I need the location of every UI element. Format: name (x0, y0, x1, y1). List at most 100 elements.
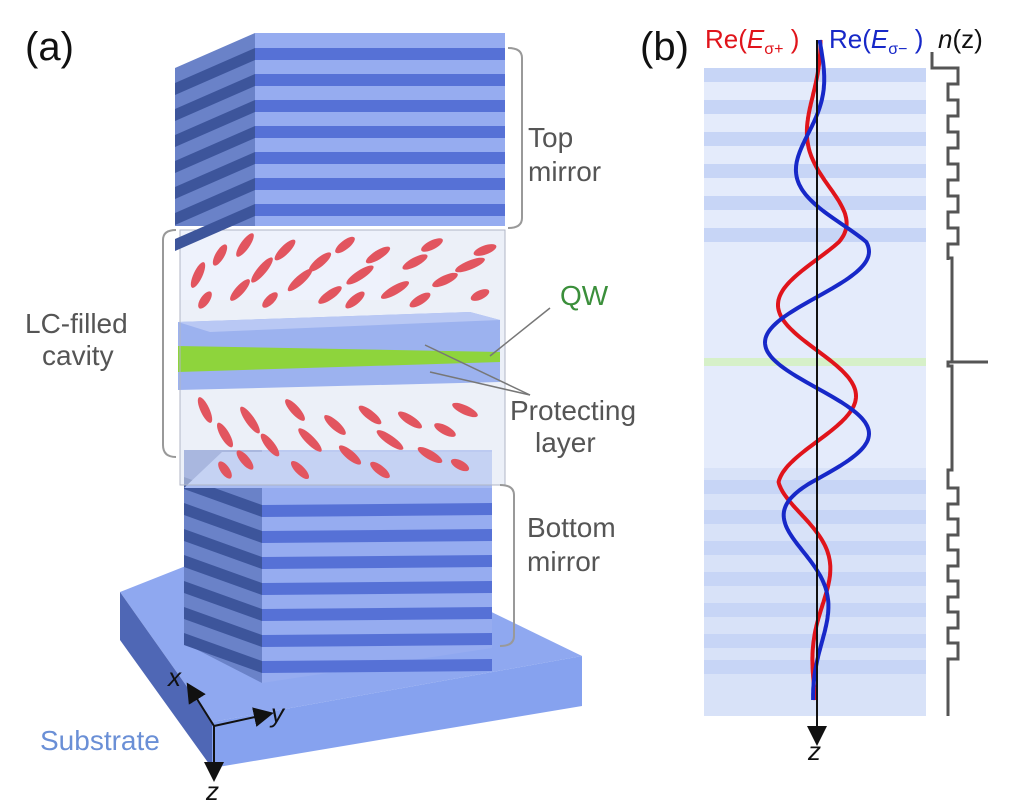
bottom-mirror-label-2: mirror (527, 546, 600, 577)
lc-molecule (380, 281, 410, 299)
top-dbr-band (704, 100, 926, 114)
top-mirror-front-stripes (255, 48, 505, 216)
cavity-label-2: cavity (42, 340, 114, 371)
bottom-mirror-side-stripe (184, 607, 262, 647)
top-mirror-side-stripe (175, 152, 255, 199)
z-axis-label-b: z (807, 736, 821, 766)
qw-layer (178, 346, 500, 372)
n-of-z-label: n(z) (938, 24, 983, 54)
lc-molecule (370, 461, 390, 479)
panel-b: (b) Re(Eσ+ ) Re(Eσ− ) n(z) z (640, 24, 988, 766)
top-mirror-stripe (255, 152, 505, 164)
lc-molecule (274, 239, 296, 261)
qw-band (704, 358, 926, 366)
lc-molecule (190, 262, 206, 288)
lc-molecule (398, 411, 422, 429)
qw-leader (489, 307, 551, 357)
bottom-mirror-stripe (262, 529, 492, 543)
top-mirror-stripe (255, 74, 505, 86)
bottom-dbr-band (704, 572, 926, 586)
x-axis-label: x (166, 662, 182, 692)
lc-molecule (218, 461, 232, 479)
bottom-mirror-side-stripes (184, 477, 262, 673)
lc-molecule (450, 458, 470, 472)
lc-cavity (178, 229, 506, 486)
lc-molecule (212, 244, 228, 266)
lc-molecule (197, 397, 213, 423)
lc-molecule (240, 406, 260, 434)
top-mirror-side-stripes (175, 48, 255, 251)
lc-molecules-lower (197, 397, 478, 480)
bottom-mirror-bracket (499, 484, 515, 647)
bottom-mirror-stripe (262, 555, 492, 569)
bottom-mirror-side-stripe (184, 555, 262, 595)
panel-a-tag: (a) (25, 25, 74, 69)
bottom-mirror-side-stripe (184, 503, 262, 543)
lc-molecule (262, 292, 278, 308)
lc-molecule (365, 246, 391, 264)
lc-molecule (308, 252, 332, 272)
bottom-dbr-band (704, 480, 926, 494)
bottom-mirror-stripe (262, 503, 492, 517)
top-mirror-side-stripe (175, 126, 255, 173)
cavity-label-1: LC-filled (25, 308, 128, 339)
lc-molecule (230, 279, 250, 301)
substrate-label: Substrate (40, 725, 160, 756)
lc-molecule (417, 446, 443, 464)
bottom-mirror-side-stripe (184, 581, 262, 621)
cavity-bracket (162, 229, 177, 458)
lc-molecule (346, 265, 374, 285)
lc-molecule (251, 257, 273, 283)
lc-molecule (434, 423, 456, 437)
qw-label: QW (560, 280, 609, 311)
bottom-mirror-side-stripe (184, 633, 262, 673)
bottom-mirror-stripe (262, 581, 492, 595)
refractive-index-profile (930, 52, 988, 716)
bottom-mirror-side-stripe (184, 529, 262, 569)
lc-molecule (345, 291, 365, 309)
top-mirror-side-stripe (175, 178, 255, 225)
top-mirror (175, 33, 505, 251)
lc-molecule (318, 286, 342, 304)
top-mirror-stripe (255, 126, 505, 138)
lc-molecule (198, 291, 212, 309)
lc-molecule (324, 415, 346, 435)
top-dbr-band (704, 68, 926, 82)
bottom-dbr-band (704, 603, 926, 617)
protecting-leader-2 (429, 371, 531, 396)
top-mirror-stripe (255, 100, 505, 112)
top-dbr-band (704, 164, 926, 178)
lc-molecule (473, 244, 497, 256)
top-mirror-side-stripe (175, 204, 255, 251)
lc-molecule (409, 292, 431, 308)
top-dbr-band (704, 132, 926, 146)
panel-a: (a) (25, 25, 636, 806)
y-axis-label: y (269, 698, 286, 728)
lc-molecules-upper (190, 233, 497, 309)
lc-molecule (402, 254, 428, 270)
protecting-label-2: layer (535, 427, 596, 458)
panel-b-tag: (b) (640, 25, 689, 69)
lc-molecule (285, 399, 305, 421)
lc-molecule (452, 402, 478, 418)
top-mirror-side-stripe (175, 48, 255, 95)
legend-sigma-minus: Re(Eσ− ) (829, 24, 923, 58)
lc-molecule (260, 433, 280, 457)
lc-molecule (236, 233, 254, 257)
lc-molecule (432, 272, 458, 288)
lc-molecule (455, 257, 485, 273)
protecting-label-1: Protecting (510, 395, 636, 426)
top-dbr-band (704, 228, 926, 242)
bottom-dbr-band (704, 510, 926, 524)
lc-molecule (236, 450, 254, 470)
bottom-dbr-band (704, 541, 926, 555)
top-mirror-stripe (255, 204, 505, 216)
bottom-mirror-stripe (262, 633, 492, 647)
lc-molecule (358, 405, 382, 425)
top-mirror-bracket (507, 47, 523, 229)
lc-molecule (338, 445, 362, 465)
legend-sigma-plus: Re(Eσ+ ) (705, 24, 799, 58)
lc-molecule (335, 236, 355, 254)
top-mirror-stripe (255, 48, 505, 60)
